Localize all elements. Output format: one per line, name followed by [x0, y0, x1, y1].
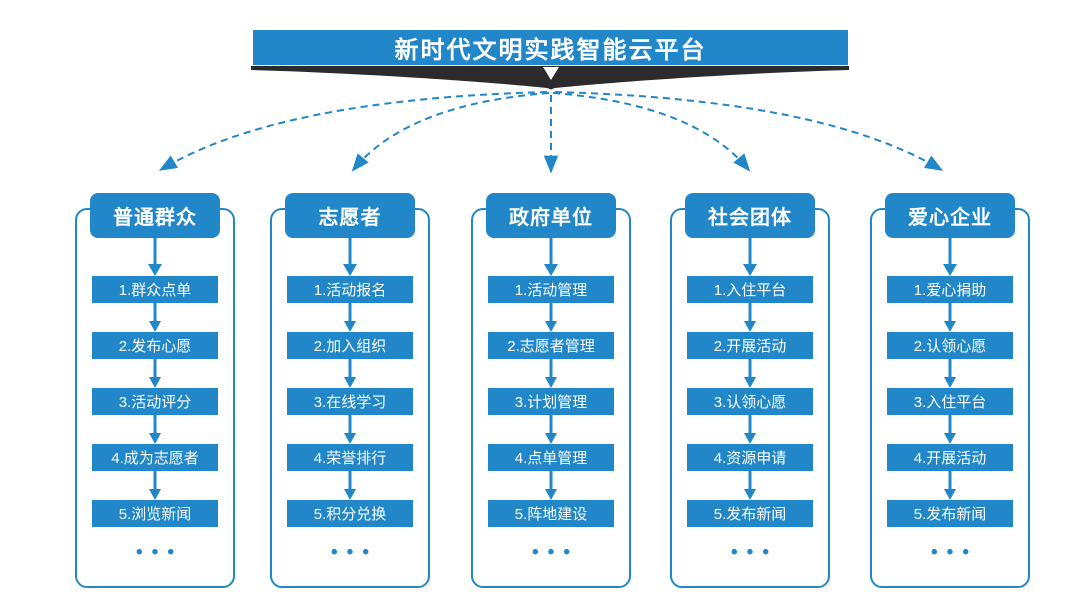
platform-title-banner: 新时代文明实践智能云平台 — [253, 30, 848, 65]
step-box: 4.荣誉排行 — [287, 444, 413, 471]
down-arrow-icon — [670, 471, 830, 500]
step-box: 1.爱心捐助 — [887, 276, 1013, 303]
role-column-4: 社会团体 1.入住平台 2.开展活动 3.认领心愿 4.资源申请 5.发布新闻 ••• — [670, 185, 830, 605]
step-box: 2.开展活动 — [687, 332, 813, 359]
role-column-5: 爱心企业 1.爱心捐助 2.认领心愿 3.入住平台 4.开展活动 5.发布新闻 ••• — [870, 185, 1030, 605]
column-header: 社会团体 — [685, 193, 815, 238]
step-box: 1.活动报名 — [287, 276, 413, 303]
more-steps-ellipsis: ••• — [931, 542, 978, 563]
banner-down-arrow-icon — [543, 67, 559, 80]
down-arrow-icon — [471, 359, 631, 388]
connector-to-column-4 — [552, 92, 751, 172]
down-arrow-icon — [75, 359, 235, 388]
step-list: 1.入住平台 2.开展活动 3.认领心愿 4.资源申请 5.发布新闻 — [670, 276, 830, 527]
step-box: 4.点单管理 — [488, 444, 614, 471]
down-arrow-icon — [270, 303, 430, 332]
step-box: 2.认领心愿 — [887, 332, 1013, 359]
more-steps-ellipsis: ••• — [136, 542, 183, 563]
down-arrow-icon — [471, 471, 631, 500]
role-column-1: 普通群众 1.群众点单 2.发布心愿 3.活动评分 4.成为志愿者 5.浏览新闻 ••• — [75, 185, 235, 605]
more-steps-ellipsis: ••• — [331, 542, 378, 563]
step-box: 1.活动管理 — [488, 276, 614, 303]
step-box: 2.加入组织 — [287, 332, 413, 359]
step-box: 4.资源申请 — [687, 444, 813, 471]
down-arrow-icon — [270, 238, 430, 276]
step-box: 4.开展活动 — [887, 444, 1013, 471]
more-steps-ellipsis: ••• — [532, 542, 579, 563]
column-header: 普通群众 — [90, 193, 220, 238]
down-arrow-icon — [670, 415, 830, 444]
connector-to-column-2 — [351, 92, 550, 172]
step-box: 1.群众点单 — [92, 276, 218, 303]
step-box: 2.发布心愿 — [92, 332, 218, 359]
down-arrow-icon — [870, 359, 1030, 388]
connector-to-column-1 — [158, 91, 548, 171]
down-arrow-icon — [870, 471, 1030, 500]
banner-and-connectors — [158, 66, 944, 174]
down-arrow-icon — [75, 238, 235, 276]
down-arrow-icon — [270, 359, 430, 388]
step-box: 2.志愿者管理 — [488, 332, 614, 359]
down-arrow-icon — [471, 238, 631, 276]
column-header: 爱心企业 — [885, 193, 1015, 238]
step-box: 5.发布新闻 — [887, 500, 1013, 527]
down-arrow-icon — [75, 471, 235, 500]
dashed-connectors — [158, 91, 944, 174]
step-list: 1.群众点单 2.发布心愿 3.活动评分 4.成为志愿者 5.浏览新闻 — [75, 276, 235, 527]
column-header: 志愿者 — [285, 193, 415, 238]
down-arrow-icon — [670, 238, 830, 276]
down-arrow-icon — [870, 415, 1030, 444]
step-box: 5.发布新闻 — [687, 500, 813, 527]
column-header: 政府单位 — [486, 193, 616, 238]
down-arrow-icon — [471, 415, 631, 444]
step-list: 1.活动报名 2.加入组织 3.在线学习 4.荣誉排行 5.积分兑换 — [270, 276, 430, 527]
down-arrow-icon — [75, 303, 235, 332]
more-steps-ellipsis: ••• — [731, 542, 778, 563]
connector-to-column-5 — [554, 91, 944, 171]
step-box: 3.计划管理 — [488, 388, 614, 415]
step-box: 5.浏览新闻 — [92, 500, 218, 527]
step-box: 1.入住平台 — [687, 276, 813, 303]
step-box: 5.阵地建设 — [488, 500, 614, 527]
step-box: 3.活动评分 — [92, 388, 218, 415]
down-arrow-icon — [75, 415, 235, 444]
down-arrow-icon — [670, 359, 830, 388]
step-box: 5.积分兑换 — [287, 500, 413, 527]
step-box: 3.认领心愿 — [687, 388, 813, 415]
step-box: 3.入住平台 — [887, 388, 1013, 415]
step-box: 4.成为志愿者 — [92, 444, 218, 471]
down-arrow-icon — [471, 303, 631, 332]
down-arrow-icon — [870, 238, 1030, 276]
platform-title: 新时代文明实践智能云平台 — [394, 37, 707, 64]
down-arrow-icon — [270, 415, 430, 444]
down-arrow-icon — [670, 303, 830, 332]
step-box: 3.在线学习 — [287, 388, 413, 415]
role-column-2: 志愿者 1.活动报名 2.加入组织 3.在线学习 4.荣誉排行 5.积分兑换 ••• — [270, 185, 430, 605]
role-column-3: 政府单位 1.活动管理 2.志愿者管理 3.计划管理 4.点单管理 5.阵地建设 ••• — [471, 185, 631, 605]
step-list: 1.活动管理 2.志愿者管理 3.计划管理 4.点单管理 5.阵地建设 — [471, 276, 631, 527]
down-arrow-icon — [870, 303, 1030, 332]
down-arrow-icon — [270, 471, 430, 500]
step-list: 1.爱心捐助 2.认领心愿 3.入住平台 4.开展活动 5.发布新闻 — [870, 276, 1030, 527]
